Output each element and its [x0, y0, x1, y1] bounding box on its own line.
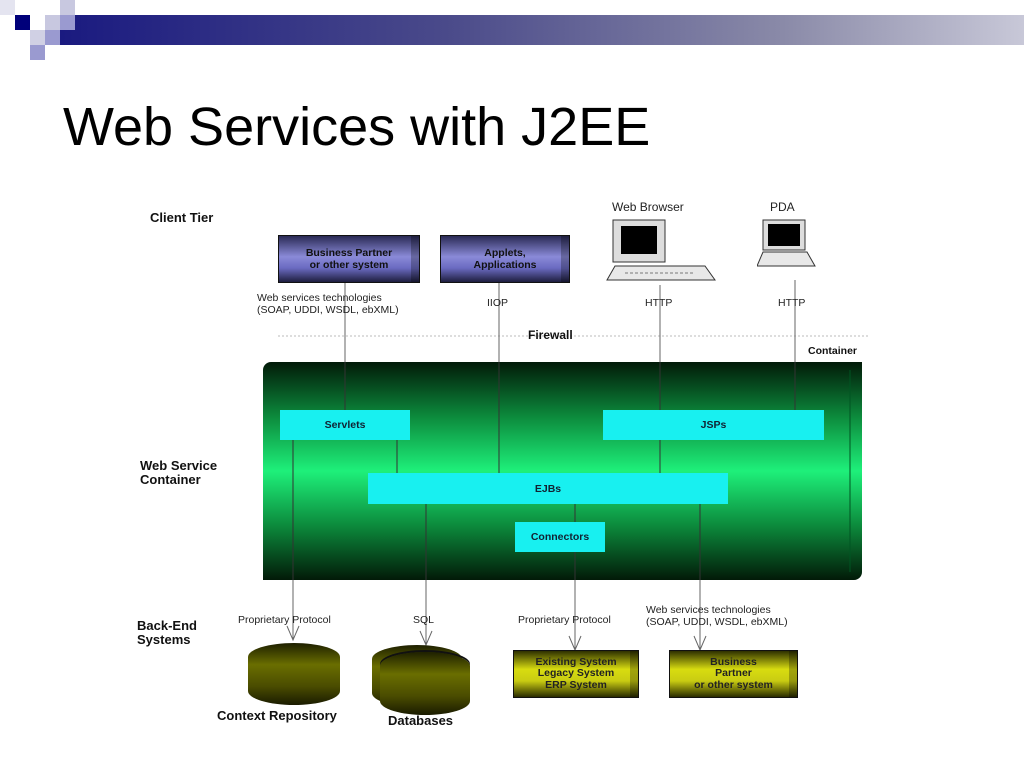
box-line: Legacy System: [537, 667, 615, 680]
servlets-box: Servlets: [280, 410, 410, 440]
computer-icon: [606, 219, 716, 281]
sql-label: SQL: [413, 614, 435, 626]
proprietary-protocol-label: Proprietary Protocol: [518, 614, 611, 626]
box-line: Applets,: [484, 247, 526, 259]
text-line: Web services technologies: [257, 292, 382, 304]
context-repository-cylinder: [248, 643, 340, 705]
box-line: Business Partner: [305, 247, 393, 259]
firewall-label: Firewall: [528, 328, 573, 342]
pda-icon: [757, 219, 816, 267]
text-line: Web services technologies: [646, 604, 771, 616]
client-tier-label: Client Tier: [150, 210, 214, 225]
databases-label: Databases: [388, 713, 454, 728]
text-line: Systems: [137, 632, 191, 647]
iiop-label: IIOP: [487, 297, 509, 309]
text-line: Back-End: [137, 618, 197, 633]
container-label: Container: [808, 345, 858, 357]
box-line: ERP System: [545, 678, 607, 691]
slide-title: Web Services with J2EE: [63, 97, 651, 157]
text-line: Web Service: [140, 458, 218, 473]
http-label: HTTP: [645, 297, 673, 309]
box-line: Existing System: [535, 655, 617, 668]
box-line: Applications: [473, 259, 537, 271]
applets-box: Applets,Applications: [440, 235, 570, 283]
header-bar: [60, 15, 1024, 45]
ejbs-box: EJBs: [368, 473, 728, 504]
context-repository-label: Context Repository: [217, 708, 337, 723]
box-line: or other system: [694, 678, 773, 691]
text-line: (SOAP, UDDI, WSDL, ebXML): [257, 304, 399, 316]
client-ws-protocol: Web services technologies(SOAP, UDDI, WS…: [257, 292, 399, 316]
web-browser-label: Web Browser: [612, 200, 684, 214]
box-line: Business: [710, 655, 757, 668]
backend-ws-protocol: Web services technologies(SOAP, UDDI, WS…: [646, 604, 788, 628]
box-line: or other system: [309, 259, 389, 271]
http-label: HTTP: [778, 297, 806, 309]
database-cylinder: [380, 652, 470, 715]
connectors-box: Connectors: [515, 522, 605, 552]
pda-label: PDA: [770, 200, 795, 214]
text-line: Container: [140, 472, 201, 487]
proprietary-protocol-label: Proprietary Protocol: [238, 614, 331, 626]
box-line: Partner: [715, 667, 752, 680]
jsps-box: JSPs: [603, 410, 824, 440]
text-line: (SOAP, UDDI, WSDL, ebXML): [646, 616, 788, 628]
